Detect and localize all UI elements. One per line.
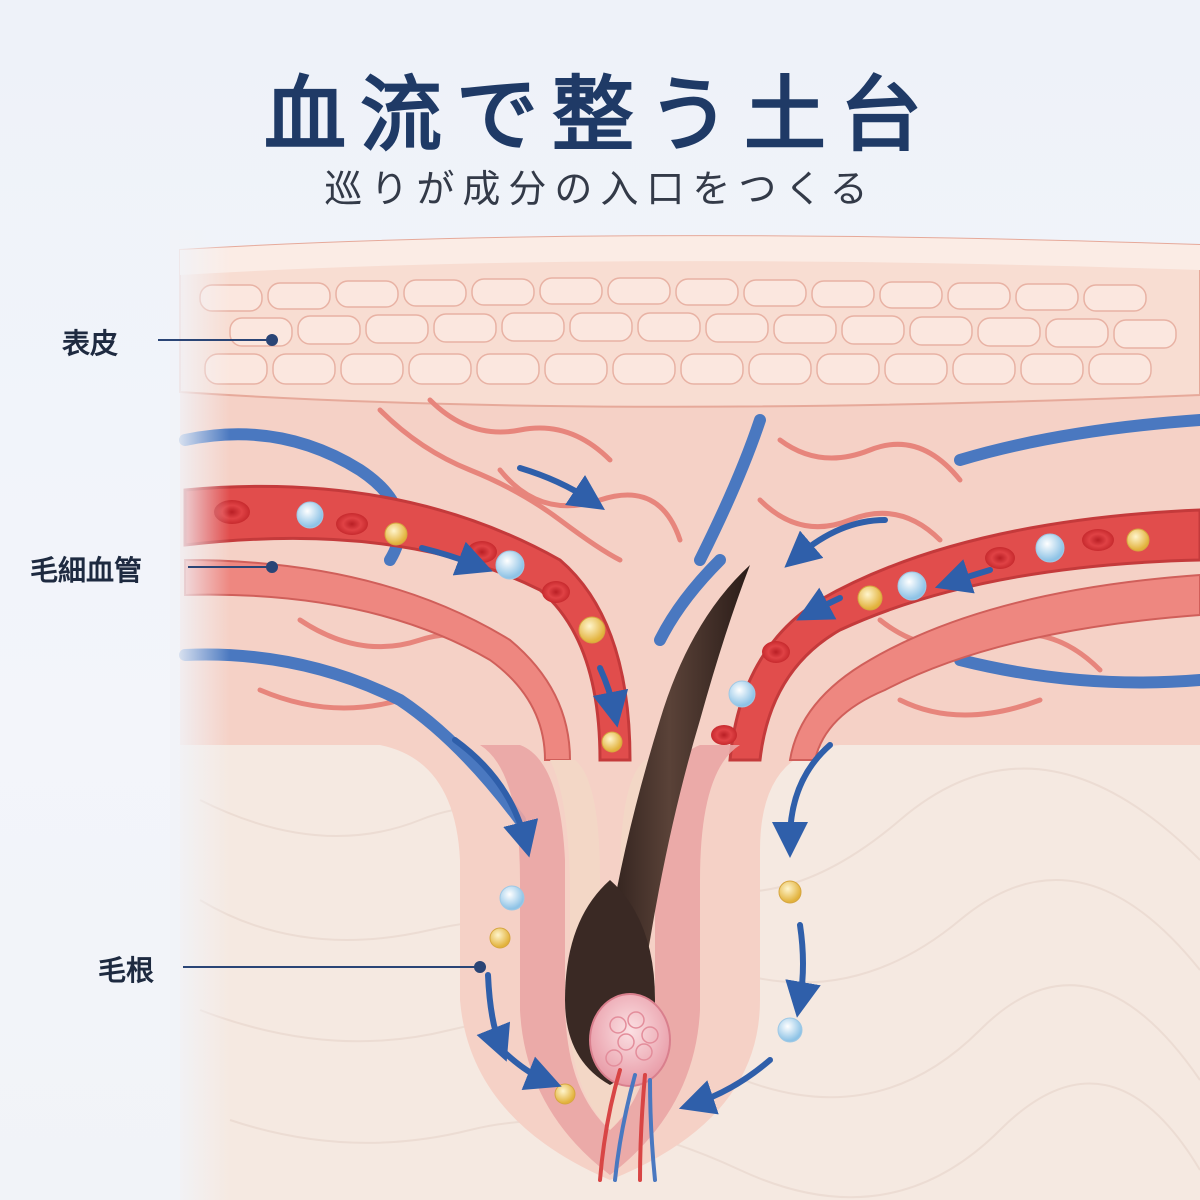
page-title: 血流で整う土台 <box>263 67 936 163</box>
dermal-papilla <box>589 993 671 1087</box>
label-hair-root: 毛根 <box>98 954 155 987</box>
right-lower-vessel <box>788 573 1200 761</box>
epidermis-cells <box>199 277 1177 385</box>
page-subtitle: 巡りが成分の入口をつくる <box>324 167 876 211</box>
stratum-corneum <box>180 236 1200 275</box>
label-epidermis: 表皮 <box>62 327 119 360</box>
hair-shaft <box>603 565 750 1030</box>
flow-arrows <box>419 465 993 1115</box>
left-fade <box>170 230 230 1200</box>
nutrient-particles-blue <box>296 501 1065 1043</box>
nutrient-particles-gold <box>384 522 1150 1105</box>
papilla-cells <box>605 1011 659 1067</box>
leader-lines <box>158 334 486 973</box>
papilla-vessels <box>598 1068 657 1182</box>
label-capillaries: 毛細血管 <box>30 554 143 587</box>
